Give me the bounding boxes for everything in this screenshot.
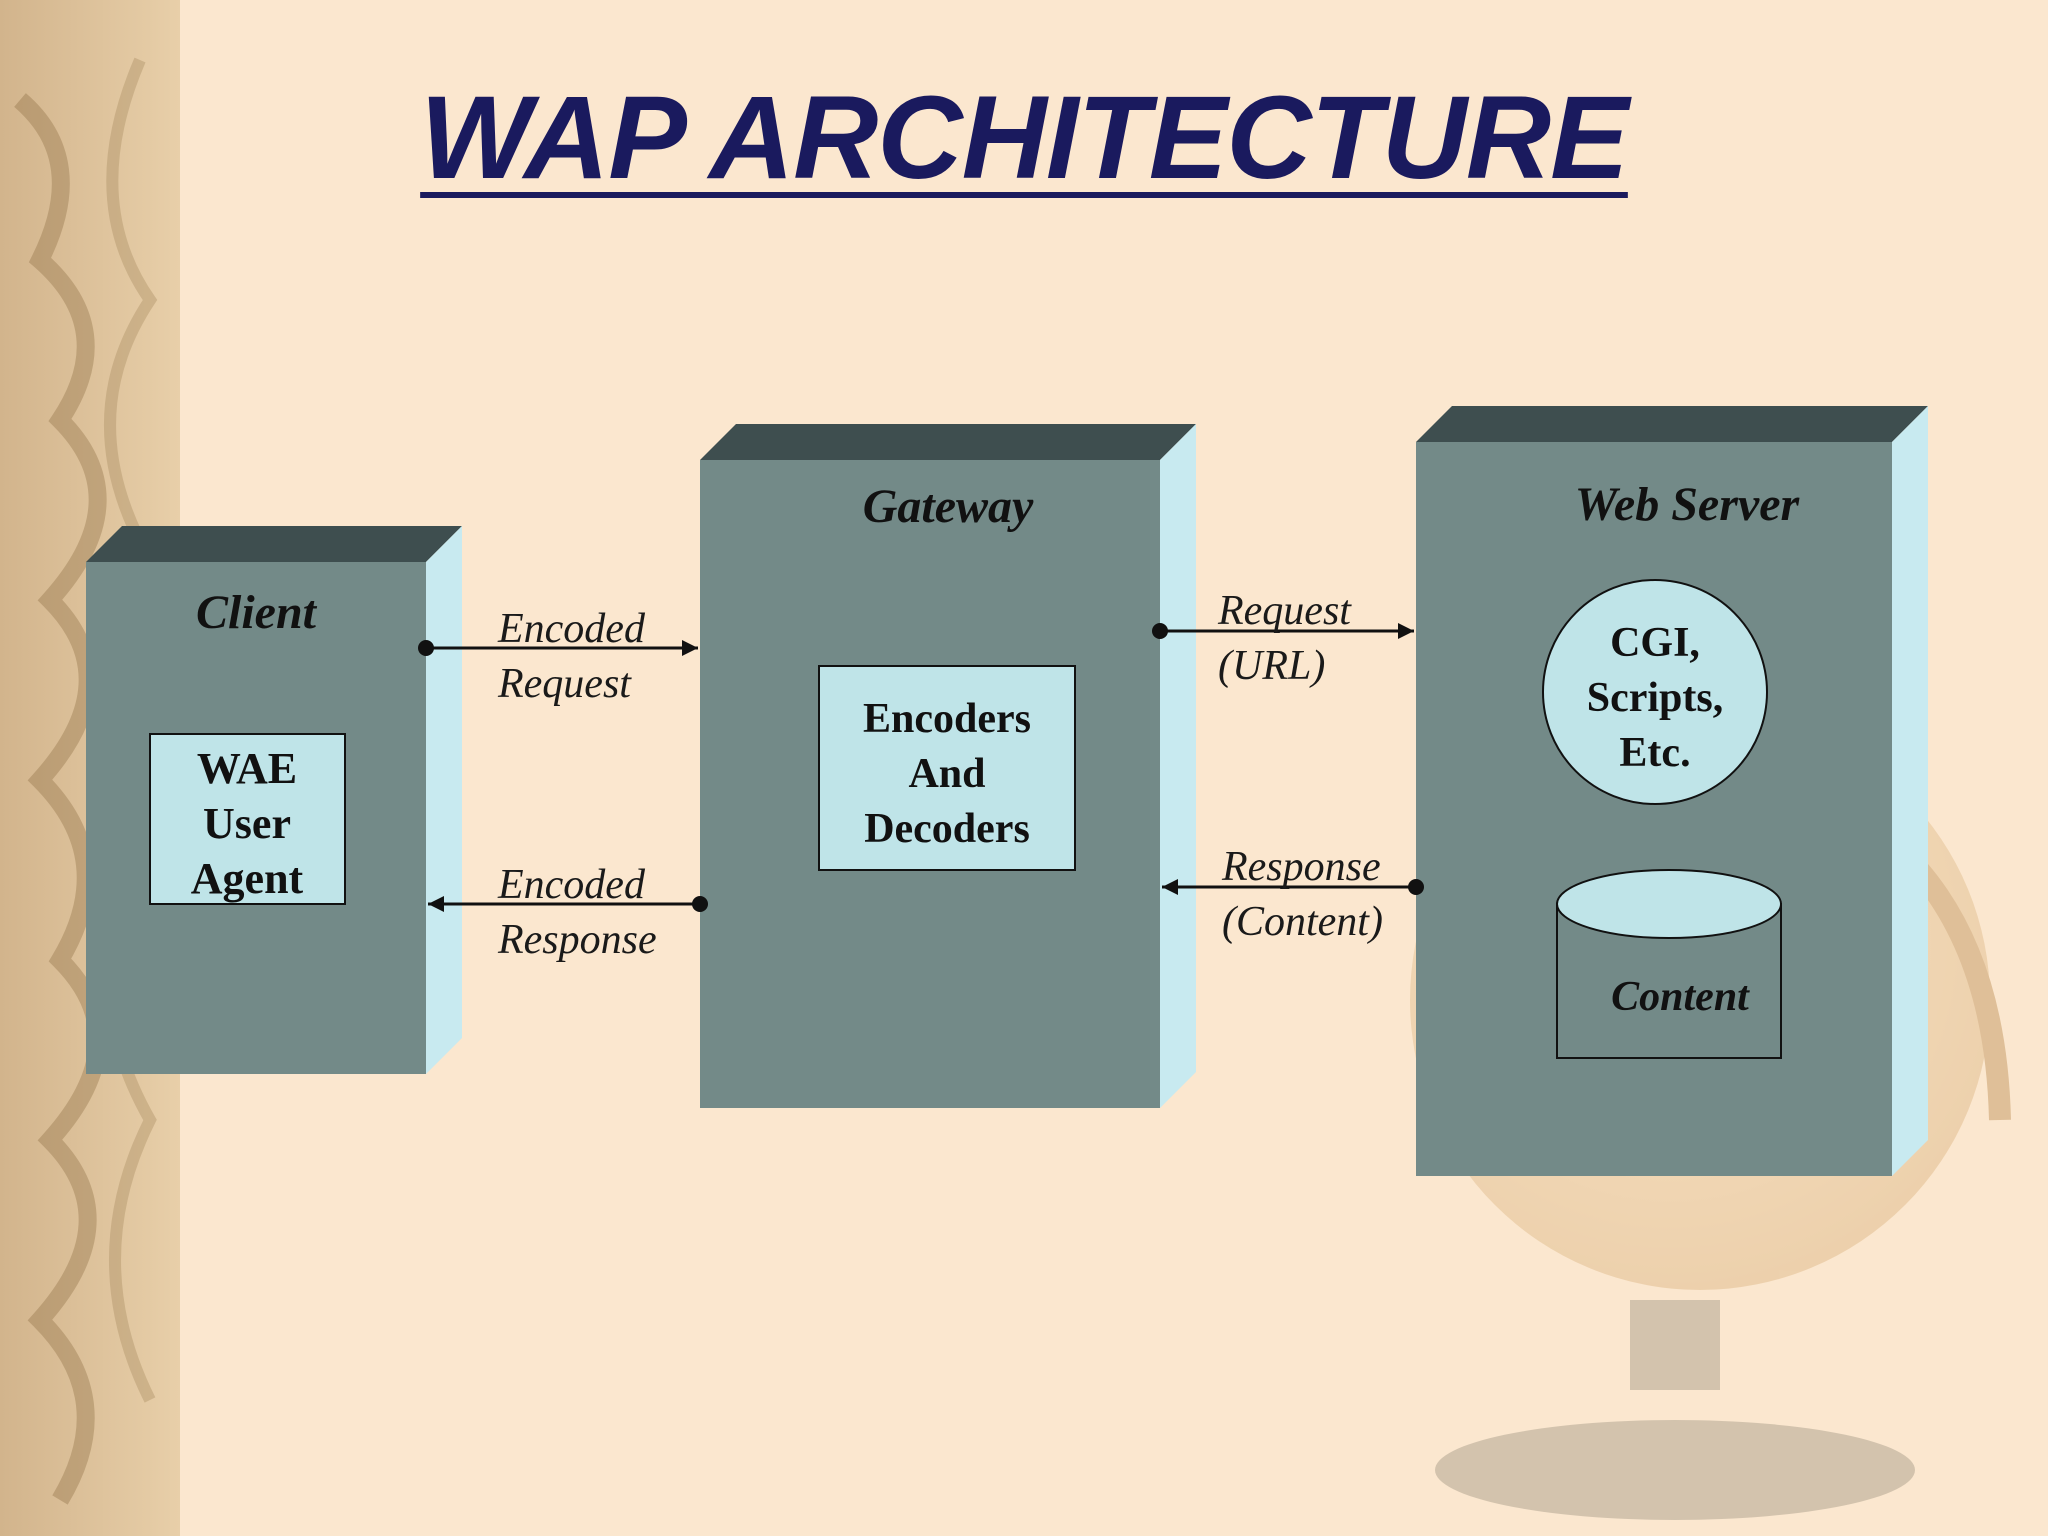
encoded-request-arrow-dot — [418, 640, 434, 656]
wae-user-agent-text-line-1: WAE — [197, 744, 297, 793]
gateway-label: Gateway — [863, 480, 1034, 533]
encoded-request-label-line-1: Encoded — [497, 606, 646, 652]
gateway-box-top — [700, 424, 1196, 460]
cgi-scripts-text-line-1: CGI, — [1610, 620, 1700, 666]
cgi-scripts-text-line-3: Etc. — [1619, 730, 1690, 776]
wae-user-agent-box — [149, 733, 346, 905]
encoders-decoders-text-line-1: Encoders — [863, 696, 1031, 742]
encoders-decoders-text-line-2: And — [908, 751, 985, 797]
web-server-box-front — [1416, 442, 1892, 1176]
content-db-top — [1556, 869, 1782, 939]
encoded-response-arrow-dot — [692, 896, 708, 912]
request-url-label-line-2: (URL) — [1218, 643, 1325, 689]
request-url-label-line-1: Request — [1217, 588, 1352, 634]
client-box-top — [86, 526, 462, 562]
gateway-box-side — [1160, 424, 1196, 1108]
page-title: WAP ARCHITECTURE — [420, 72, 1629, 204]
web-server-box-side — [1892, 406, 1928, 1176]
wae-user-agent-text-line-2: User — [203, 799, 291, 848]
client-label: Client — [196, 586, 318, 639]
encoders-decoders-text-line-3: Decoders — [864, 806, 1030, 852]
response-content-label-line-1: Response — [1221, 844, 1381, 890]
encoded-request-label-line-2: Request — [497, 661, 632, 707]
cgi-scripts-text-line-2: Scripts, — [1587, 675, 1724, 721]
web-server-label: Web Server — [1575, 478, 1801, 531]
response-content-arrow-dot — [1408, 879, 1424, 895]
response-content-arrow-head — [1162, 879, 1178, 895]
request-url-arrow-head — [1398, 623, 1414, 639]
request-url-arrow-dot — [1152, 623, 1168, 639]
wae-user-agent-text-line-3: Agent — [191, 854, 304, 903]
page-title-wrap: WAP ARCHITECTURE — [0, 70, 2048, 206]
encoded-request-arrow-head — [682, 640, 698, 656]
response-content-label-line-2: (Content) — [1222, 899, 1383, 945]
encoded-response-label-line-1: Encoded — [497, 862, 646, 908]
cgi-scripts-circle — [1542, 579, 1768, 805]
encoded-response-arrow-head — [428, 896, 444, 912]
web-server-box-top — [1416, 406, 1928, 442]
encoded-response-label-line-2: Response — [497, 917, 657, 963]
client-box-side — [426, 526, 462, 1074]
content-db-label: Content — [1611, 974, 1750, 1020]
encoders-decoders-box — [818, 665, 1076, 871]
